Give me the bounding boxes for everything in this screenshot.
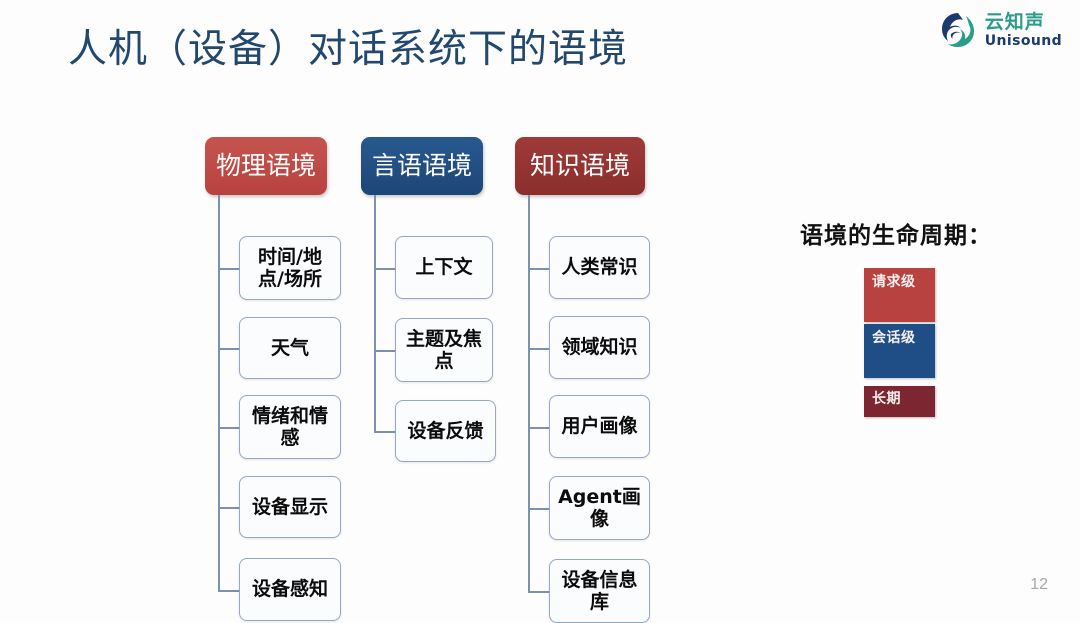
connector-stub <box>218 507 239 509</box>
connector-stub <box>528 348 549 350</box>
context-lifecycle-panel: 语境的生命周期： 请求级 会话级 长期 <box>800 216 1040 417</box>
node-device-info-db[interactable]: 设备信息库 <box>549 559 650 623</box>
connector-stub <box>528 268 549 270</box>
node-time-place[interactable]: 时间/地点/场所 <box>239 236 341 300</box>
node-device-display[interactable]: 设备显示 <box>239 476 341 538</box>
node-weather[interactable]: 天气 <box>239 317 341 379</box>
tree-column-knowledge: 知识语境 人类常识 领域知识 用户画像 Agent画像 设备信息库 <box>515 137 650 623</box>
page-number: 12 <box>1030 576 1048 593</box>
connector-spine <box>218 195 220 592</box>
lifecycle-block-request[interactable]: 请求级 <box>864 268 935 322</box>
page-title: 人机（设备）对话系统下的语境 <box>68 27 629 72</box>
connector-stub <box>528 591 549 593</box>
tree-header-physical[interactable]: 物理语境 <box>205 137 327 195</box>
node-agent-profile[interactable]: Agent画像 <box>549 476 650 540</box>
tree-header-knowledge[interactable]: 知识语境 <box>515 137 645 195</box>
connector-spine <box>374 195 376 433</box>
connector-spine <box>528 195 530 593</box>
connector-stub <box>374 268 395 270</box>
unisound-logo-icon <box>941 13 974 47</box>
lifecycle-block-session[interactable]: 会话级 <box>864 324 935 378</box>
connector-stub <box>218 268 239 270</box>
node-domain-knowledge[interactable]: 领域知识 <box>549 316 650 379</box>
tree-column-verbal: 言语语境 上下文 主题及焦点 设备反馈 <box>361 137 496 462</box>
connector-stub <box>528 427 549 429</box>
connector-stub <box>374 350 395 352</box>
tree-header-verbal[interactable]: 言语语境 <box>361 137 483 195</box>
brand-logo: 云知声 Unisound <box>938 10 1062 50</box>
connector-stub <box>374 431 395 433</box>
lifecycle-block-longterm[interactable]: 长期 <box>864 386 935 417</box>
node-context[interactable]: 上下文 <box>395 236 493 299</box>
node-common-sense[interactable]: 人类常识 <box>549 236 650 299</box>
tree-column-physical: 物理语境 时间/地点/场所 天气 情绪和情感 设备显示 设备感知 <box>205 137 341 621</box>
logo-chinese-name: 云知声 <box>984 10 1045 33</box>
connector-stub <box>218 348 239 350</box>
node-user-profile[interactable]: 用户画像 <box>549 395 650 458</box>
node-device-sensing[interactable]: 设备感知 <box>239 558 341 621</box>
lifecycle-block-stack: 请求级 会话级 长期 <box>864 268 1040 417</box>
connector-stub <box>218 590 239 592</box>
lifecycle-heading: 语境的生命周期： <box>800 223 992 249</box>
node-topic-focus[interactable]: 主题及焦点 <box>395 318 493 382</box>
node-emotion[interactable]: 情绪和情感 <box>239 395 341 459</box>
connector-stub <box>528 508 549 510</box>
logo-english-name: Unisound <box>984 32 1062 49</box>
connector-stub <box>218 427 239 429</box>
node-device-feedback[interactable]: 设备反馈 <box>395 400 496 462</box>
